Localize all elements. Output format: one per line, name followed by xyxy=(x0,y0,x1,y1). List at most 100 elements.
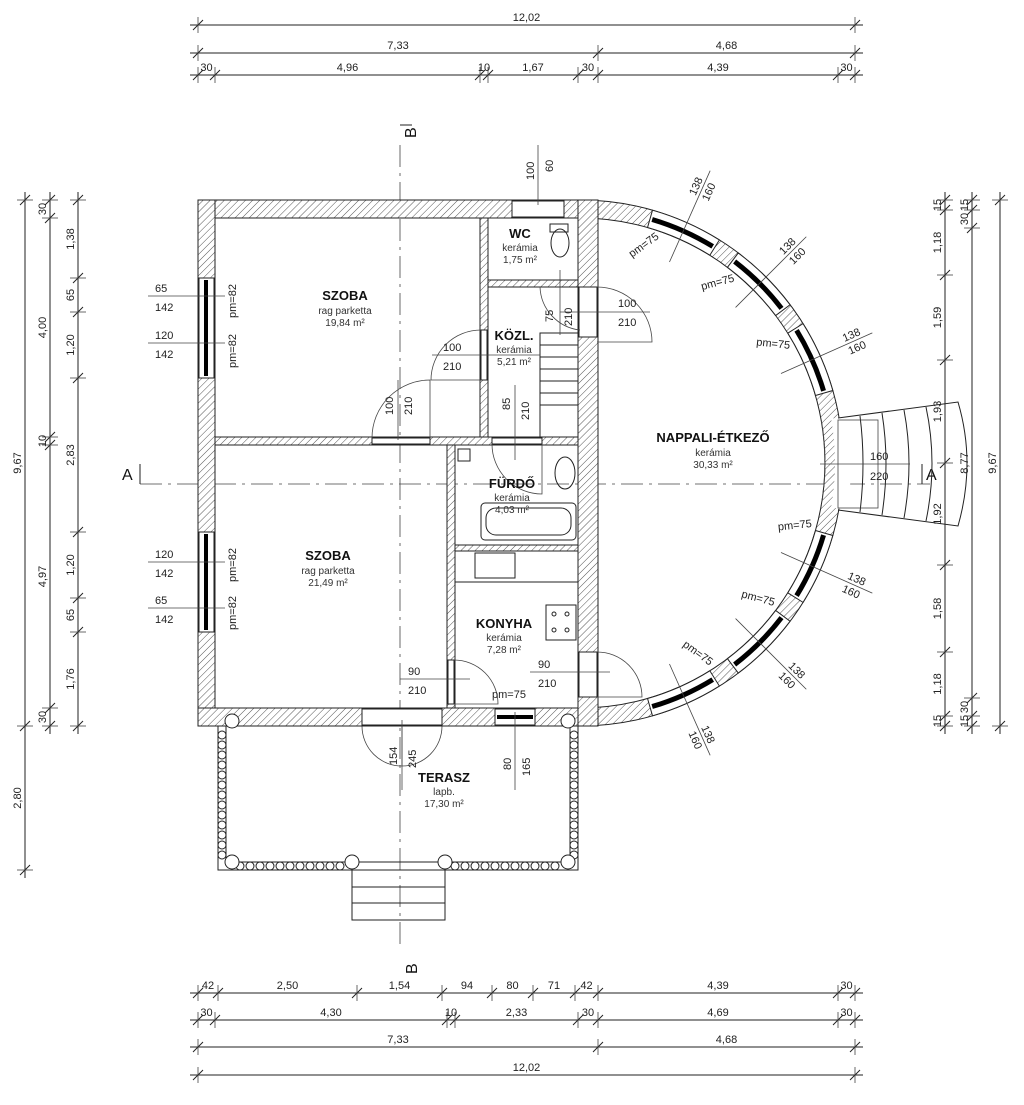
door-label-furdo: 85 210 xyxy=(501,385,532,460)
label-text: 19,84 m² xyxy=(325,318,365,329)
kitchen-sink-icon xyxy=(474,552,516,579)
dimension-label: 15 xyxy=(932,715,944,727)
room-nappali: NAPPALI-ÉTKEZŐ kerámia 30,33 m² xyxy=(656,430,769,471)
dimension-label: 1,20 xyxy=(65,334,77,355)
dimension-label: 9,67 xyxy=(987,452,999,473)
window-pm-label: pm=75 xyxy=(627,231,662,261)
dimension-label: 30 xyxy=(37,711,49,723)
label-text: 80 xyxy=(502,758,514,770)
label-text: kerámia xyxy=(486,633,522,644)
room-terasz: TERASZ lapb. 17,30 m² xyxy=(418,770,470,810)
window-pm-label: pm=75 xyxy=(680,639,715,669)
dimension-label: 12,02 xyxy=(513,12,541,24)
label-text: 65 xyxy=(155,283,167,295)
room-konyha: KONYHA kerámia 7,28 m² xyxy=(476,616,533,656)
door-label-terasz: 154 245 xyxy=(388,720,419,790)
window-pm-label: pm=75 xyxy=(740,588,776,608)
label-text: TERASZ xyxy=(418,770,470,785)
section-b-bottom: B xyxy=(404,963,421,974)
label-text: 142 xyxy=(155,614,173,626)
window-label-wc: 100 60 xyxy=(525,145,556,205)
label-text: 60 xyxy=(544,160,556,172)
stairs-interior xyxy=(539,332,579,438)
dimension-label: 30 xyxy=(582,62,594,74)
room-wc: WC kerámia 1,75 m² xyxy=(502,226,538,266)
label-text: NAPPALI-ÉTKEZŐ xyxy=(656,430,769,445)
dimension-label: 4,97 xyxy=(37,566,49,587)
dimension-label: 80 xyxy=(506,980,518,992)
dimension-label: 30 xyxy=(200,62,212,74)
label-text: KÖZL. xyxy=(495,328,534,343)
dimension-label: 10 xyxy=(37,435,49,447)
dimension-label: 9,67 xyxy=(12,452,24,473)
label-text: 7,28 m² xyxy=(487,645,522,656)
dimension-label: 30 xyxy=(840,980,852,992)
dimension-label: 15 xyxy=(959,715,971,727)
walls xyxy=(197,199,599,727)
room-labels: SZOBA rag parketta 19,84 m² SZOBA rag pa… xyxy=(301,226,769,810)
window-label-konyha: 80 165 xyxy=(502,712,533,790)
label-text: KONYHA xyxy=(476,616,533,631)
dimension-label: 4,69 xyxy=(707,1007,728,1019)
label-text: 210 xyxy=(443,361,461,373)
bathtub-icon xyxy=(480,502,577,541)
sink-icon xyxy=(554,456,576,490)
label-text: 120 xyxy=(155,549,173,561)
dimension-label: 1,18 xyxy=(932,673,944,694)
label-text: 85 xyxy=(501,398,513,410)
dimension-label: 4,39 xyxy=(707,62,728,74)
dimension-label: 1,38 xyxy=(65,228,77,249)
label-text: 210 xyxy=(618,317,636,329)
label-text: pm=82 xyxy=(227,334,239,368)
door-label-szoba1: 100 210 xyxy=(384,380,415,440)
label-text: kerámia xyxy=(502,243,538,254)
label-text: rag parketta xyxy=(318,306,372,317)
label-text: 154 xyxy=(388,747,400,765)
label-text: 160 xyxy=(870,451,888,463)
dimension-label: 30 xyxy=(840,62,852,74)
dimension-label: 2,50 xyxy=(277,980,298,992)
dimension-label: 1,92 xyxy=(932,503,944,524)
door-label-kozl: 100 210 xyxy=(432,342,540,373)
label-text: 142 xyxy=(155,568,173,580)
entrance-stairs xyxy=(837,401,968,527)
column xyxy=(224,854,240,870)
label-text: kerámia xyxy=(494,493,530,504)
dimension-label: 30 xyxy=(840,1007,852,1019)
label-text: 120 xyxy=(155,330,173,342)
column xyxy=(344,854,360,870)
label-text: 30,33 m² xyxy=(693,460,733,471)
column xyxy=(560,854,576,870)
dimension-label: 1,76 xyxy=(65,668,77,689)
dimension-label: 42 xyxy=(580,980,592,992)
column xyxy=(560,713,576,729)
dimension-label: 2,80 xyxy=(12,787,24,808)
window-pm-label: pm=75 xyxy=(777,518,812,533)
door-label-wc: 75 210 xyxy=(544,270,575,335)
label-text: SZOBA xyxy=(305,548,351,563)
dimension-label: 71 xyxy=(548,980,560,992)
dimension-label: 1,20 xyxy=(65,554,77,575)
label-text: 65 xyxy=(155,595,167,607)
toilet-icon xyxy=(550,228,570,258)
label-text: 220 xyxy=(870,471,888,483)
label-text: 210 xyxy=(408,685,426,697)
label-text: 21,49 m² xyxy=(308,578,348,589)
dimension-label: 12,02 xyxy=(513,1062,541,1074)
label-text: 100 xyxy=(443,342,461,354)
section-b-top: B xyxy=(403,127,420,138)
stove-icon xyxy=(545,604,577,641)
label-text: 5,21 m² xyxy=(497,357,532,368)
dimension-label: 2,33 xyxy=(506,1007,527,1019)
dimension-label: 4,68 xyxy=(716,1034,737,1046)
door-label-entrance: 160 220 xyxy=(820,451,910,483)
column xyxy=(437,854,453,870)
dimension-label: 7,33 xyxy=(387,40,408,52)
dimension-label: 1,58 xyxy=(932,598,944,619)
room-szoba-1: SZOBA rag parketta 19,84 m² xyxy=(318,288,372,329)
dimension-label: 15 xyxy=(959,199,971,211)
